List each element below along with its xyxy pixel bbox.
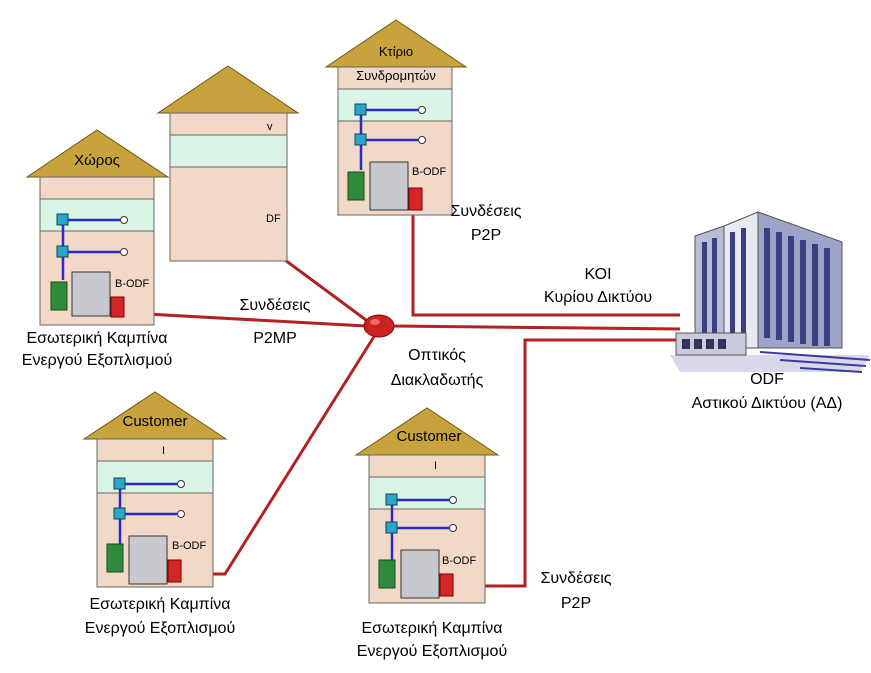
roof-line-1: Κτίριο: [379, 44, 413, 59]
label-odf-2: Αστικού Δικτύου (ΑΔ): [692, 395, 843, 412]
label-odf-1: ODF: [750, 371, 784, 388]
green-box: [347, 171, 365, 201]
odf-label: B-ODF: [442, 555, 477, 567]
cabinet: [400, 549, 440, 599]
tower-left: [694, 225, 725, 349]
port-2: [56, 245, 69, 258]
cabinet: [71, 271, 111, 317]
label-p2p-bottom-1: Συνδέσεις: [541, 570, 612, 587]
label-p2p-top-2: P2P: [471, 227, 501, 244]
caption-customer-mid-2: Ενεργού Εξοπλισμού: [357, 643, 507, 660]
building-customer-mid: Customer I B-ODF: [354, 407, 500, 604]
band: [169, 134, 288, 168]
label-koi-2: Κυρίου Δικτύου: [544, 289, 652, 306]
roof-label: Customer: [396, 428, 461, 445]
odf-label: B-ODF: [172, 540, 207, 552]
odf-label: B-ODF: [115, 278, 150, 290]
red-box: [439, 573, 454, 597]
fiber-choros-to-splitter: [127, 311, 367, 328]
caption-customer-left-1: Εσωτερική Καμπίνα: [89, 596, 230, 613]
port-2: [354, 133, 367, 146]
windows: [702, 228, 830, 346]
wall-lower: [169, 166, 288, 262]
optical-splitter: [363, 314, 395, 338]
outlet-1: [177, 480, 185, 488]
fiber-ktirio-to-main: [411, 212, 680, 317]
red-box: [110, 296, 125, 318]
outlet-2: [418, 136, 426, 144]
splitter-highlight: [370, 319, 380, 325]
port-2: [113, 507, 126, 520]
fiber-splitter-to-odf: [392, 324, 681, 331]
roof-label: Customer: [122, 413, 187, 430]
building-blank: v DF: [156, 65, 300, 262]
wall-upper: [39, 176, 155, 200]
roof-label: Χώρος: [74, 152, 120, 169]
green-box: [50, 281, 68, 311]
outlet-1: [120, 216, 128, 224]
label-splitter-2: Διακλαδωτής: [391, 372, 484, 389]
mark: I: [162, 445, 165, 457]
label-splitter-1: Οπτικός: [408, 347, 466, 364]
fiber-customer-mid-to-odf: [485, 338, 680, 588]
caption-customer-left-2: Ενεργού Εξοπλισμού: [85, 620, 235, 637]
base-openings: [682, 339, 726, 349]
ground-shadow: [670, 355, 870, 372]
outlet-2: [177, 510, 185, 518]
odf-label: B-ODF: [412, 166, 447, 178]
green-box: [106, 543, 124, 573]
roof: [156, 65, 300, 114]
mark-df: DF: [266, 213, 281, 225]
outlet-1: [418, 106, 426, 114]
building-ktirio: Κτίριο Συνδρομητών B-ODF: [324, 19, 468, 216]
building-choros: Χώρος B-ODF: [25, 129, 170, 326]
cabinet: [369, 161, 409, 211]
wall-upper: [96, 438, 214, 462]
caption-customer-mid-1: Εσωτερική Καμπίνα: [361, 620, 502, 637]
port-2: [385, 521, 398, 534]
outlet-2: [120, 248, 128, 256]
mark-top: v: [267, 121, 273, 133]
port-1: [56, 213, 69, 226]
port-1: [354, 103, 367, 116]
label-koi-1: ΚΟΙ: [584, 266, 611, 283]
caption-choros-1: Εσωτερική Καμπίνα: [26, 330, 167, 347]
outlet-2: [449, 524, 457, 532]
wall-upper: [368, 454, 486, 478]
odf-building-icon: [670, 211, 871, 373]
label-p2mp-2: P2MP: [253, 330, 297, 347]
red-box: [167, 559, 182, 583]
label-p2mp-1: Συνδέσεις: [240, 297, 311, 314]
mark: I: [434, 460, 437, 472]
caption-choros-2: Ενεργού Εξοπλισμού: [22, 352, 172, 369]
red-box: [408, 187, 423, 211]
label-p2p-bottom-2: P2P: [561, 595, 591, 612]
building-customer-left: Customer I B-ODF: [82, 391, 228, 588]
port-1: [113, 477, 126, 490]
label-p2p-top-1: Συνδέσεις: [451, 203, 522, 220]
green-box: [378, 559, 396, 589]
ground-lines: [759, 351, 871, 373]
port-1: [385, 493, 398, 506]
outlet-1: [449, 496, 457, 504]
cabinet: [128, 535, 168, 585]
roof-line-2: Συνδρομητών: [356, 68, 436, 83]
